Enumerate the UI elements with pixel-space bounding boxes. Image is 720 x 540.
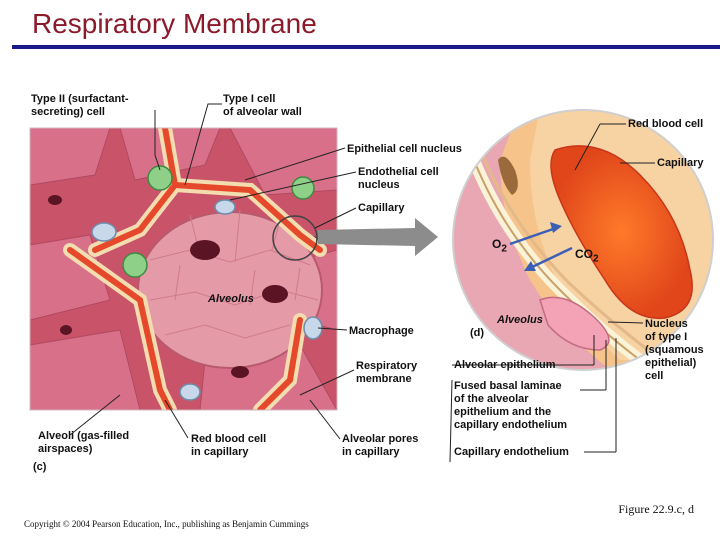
label-oxygen: O2 <box>492 238 507 255</box>
leader-lines-d <box>449 123 655 463</box>
label-capillary-c: Capillary <box>358 202 405 214</box>
label-epithelial-nucleus: Epithelial cell nucleus <box>347 143 462 155</box>
label-type-ii-cell: Type II (surfactant- secreting) cell <box>31 93 129 118</box>
label-alveolus-d: Alveolus <box>497 314 543 326</box>
figure-caption: Figure 22.9.c, d <box>618 502 694 516</box>
label-alveolus-c: Alveolus <box>208 293 254 305</box>
label-rbc-capillary: Red blood cell in capillary <box>191 433 267 458</box>
oxygen-subscript: 2 <box>501 243 507 255</box>
zoom-arrow <box>318 218 438 256</box>
label-endothelial-nucleus: Endothelial cell nucleus <box>358 166 439 191</box>
label-alveoli: Alveoli (gas-filled airspaces) <box>38 430 130 455</box>
panel-label-d: (d) <box>470 327 485 339</box>
copyright-notice: Copyright © 2004 Pearson Education, Inc.… <box>24 519 309 529</box>
carbon-dioxide-subscript: 2 <box>593 253 599 265</box>
label-alveolar-pores: Alveolar pores in capillary <box>342 433 419 458</box>
label-macrophage: Macrophage <box>349 325 414 337</box>
alveolar-tissue-block <box>30 128 337 410</box>
label-capillary-d: Capillary <box>657 157 704 169</box>
oxygen-symbol: O <box>492 237 502 251</box>
label-nucleus-type-i: Nucleus of type I (squamous epithelial) … <box>645 318 704 382</box>
page-title: Respiratory Membrane <box>32 8 317 39</box>
label-fused-basal-laminae: Fused basal laminae of the alveolar epit… <box>454 380 568 431</box>
label-red-blood-cell: Red blood cell <box>628 118 704 130</box>
label-alveolar-epithelium: Alveolar epithelium <box>454 359 556 371</box>
magnified-membrane-view <box>453 110 713 370</box>
label-capillary-endothelium: Capillary endothelium <box>454 446 569 458</box>
title-underline <box>12 45 720 49</box>
panel-label-c: (c) <box>33 461 47 473</box>
label-type-i-cell: Type I cell of alveolar wall <box>223 93 302 118</box>
label-respiratory-membrane: Respiratory membrane <box>356 360 418 385</box>
label-carbon-dioxide: CO2 <box>575 248 599 265</box>
leader-lines-c <box>69 103 357 440</box>
carbon-dioxide-symbol: CO <box>575 247 593 261</box>
